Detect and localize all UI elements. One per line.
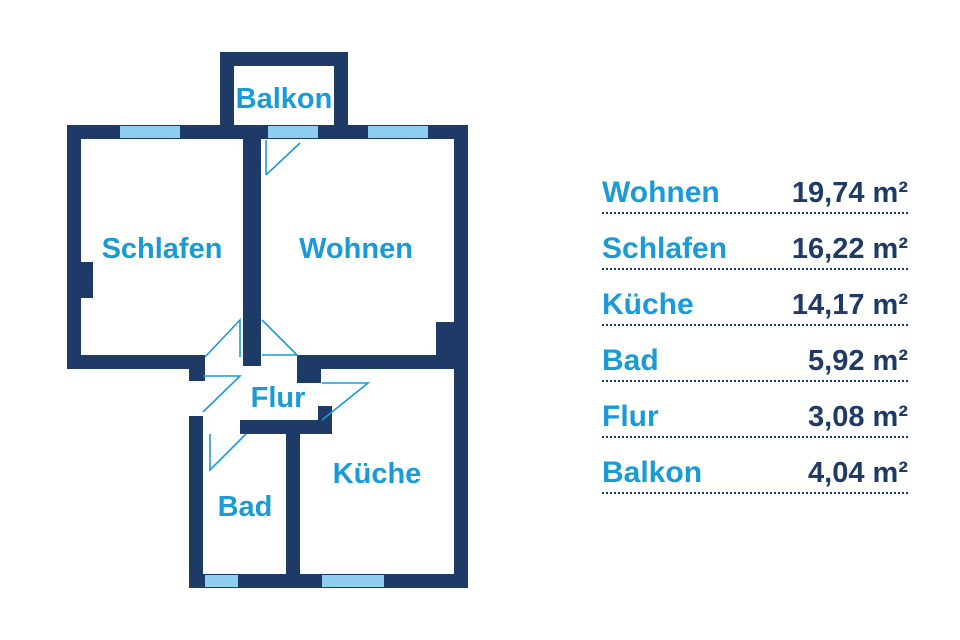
wohnen-wall-detail	[436, 322, 454, 355]
area-room-name: Balkon	[602, 456, 703, 489]
wohnen-wall-bottom-a	[297, 355, 468, 369]
door-balkon	[265, 142, 301, 176]
wohnen-wall-bottom-b	[297, 369, 321, 383]
area-row: Balkon 4,04 m²	[602, 440, 908, 494]
schlafen-wall-bottom-b	[189, 369, 205, 381]
door-bad	[209, 433, 247, 472]
balcony-wall-left	[220, 52, 234, 132]
area-value: 16,22 m²	[791, 233, 908, 265]
window-schlafen	[120, 126, 180, 138]
area-room-name: Küche	[602, 288, 694, 321]
room-label-kueche: Küche	[333, 458, 422, 490]
window-wohnen	[368, 126, 428, 138]
window-bad	[205, 575, 238, 587]
doors	[202, 140, 371, 472]
room-label-schlafen: Schlafen	[102, 233, 223, 265]
bad-wall-left	[189, 416, 203, 588]
room-label-balkon: Balkon	[236, 83, 333, 115]
schlafen-wall-detail	[81, 262, 93, 298]
schlafen-wohnen-wall	[243, 139, 261, 366]
balcony-wall-top	[220, 52, 348, 66]
room-label-wohnen: Wohnen	[299, 233, 413, 265]
area-row: Bad 5,92 m²	[602, 328, 908, 382]
area-row: Wohnen 19,74 m²	[602, 160, 908, 214]
area-row: Flur 3,08 m²	[602, 384, 908, 438]
outer-wall-left	[67, 125, 81, 369]
area-value: 19,74 m²	[791, 177, 908, 209]
area-value: 14,17 m²	[791, 289, 908, 321]
door-schlafen	[204, 317, 241, 358]
room-label-flur: Flur	[251, 382, 306, 414]
area-value: 3,08 m²	[808, 401, 908, 433]
area-table: Wohnen 19,74 m² Schlafen 16,22 m² Küche …	[602, 160, 908, 496]
area-room-name: Schlafen	[602, 232, 728, 265]
room-label-bad: Bad	[218, 491, 273, 523]
schlafen-wall-bottom-a	[67, 355, 205, 369]
window-balkon-door	[268, 126, 318, 138]
area-value: 5,92 m²	[808, 345, 908, 377]
floor-plan: Balkon Schlafen Wohnen Flur Küche Bad	[67, 52, 468, 588]
area-row: Küche 14,17 m²	[602, 272, 908, 326]
door-bad-flur	[202, 375, 242, 413]
window-kueche	[322, 575, 384, 587]
windows	[120, 126, 428, 587]
area-room-name: Flur	[602, 400, 659, 433]
flur-wall-bottom-a	[189, 416, 203, 430]
door-kueche	[321, 382, 371, 421]
room-labels: Balkon Schlafen Wohnen Flur Küche Bad	[102, 83, 422, 523]
bad-kueche-wall	[286, 420, 300, 588]
door-wohnen	[261, 319, 299, 356]
balcony-wall-right	[334, 52, 348, 132]
area-room-name: Bad	[602, 344, 659, 377]
area-row: Schlafen 16,22 m²	[602, 216, 908, 270]
area-value: 4,04 m²	[808, 457, 908, 489]
flur-wall-right	[318, 406, 332, 434]
area-room-name: Wohnen	[602, 176, 720, 209]
